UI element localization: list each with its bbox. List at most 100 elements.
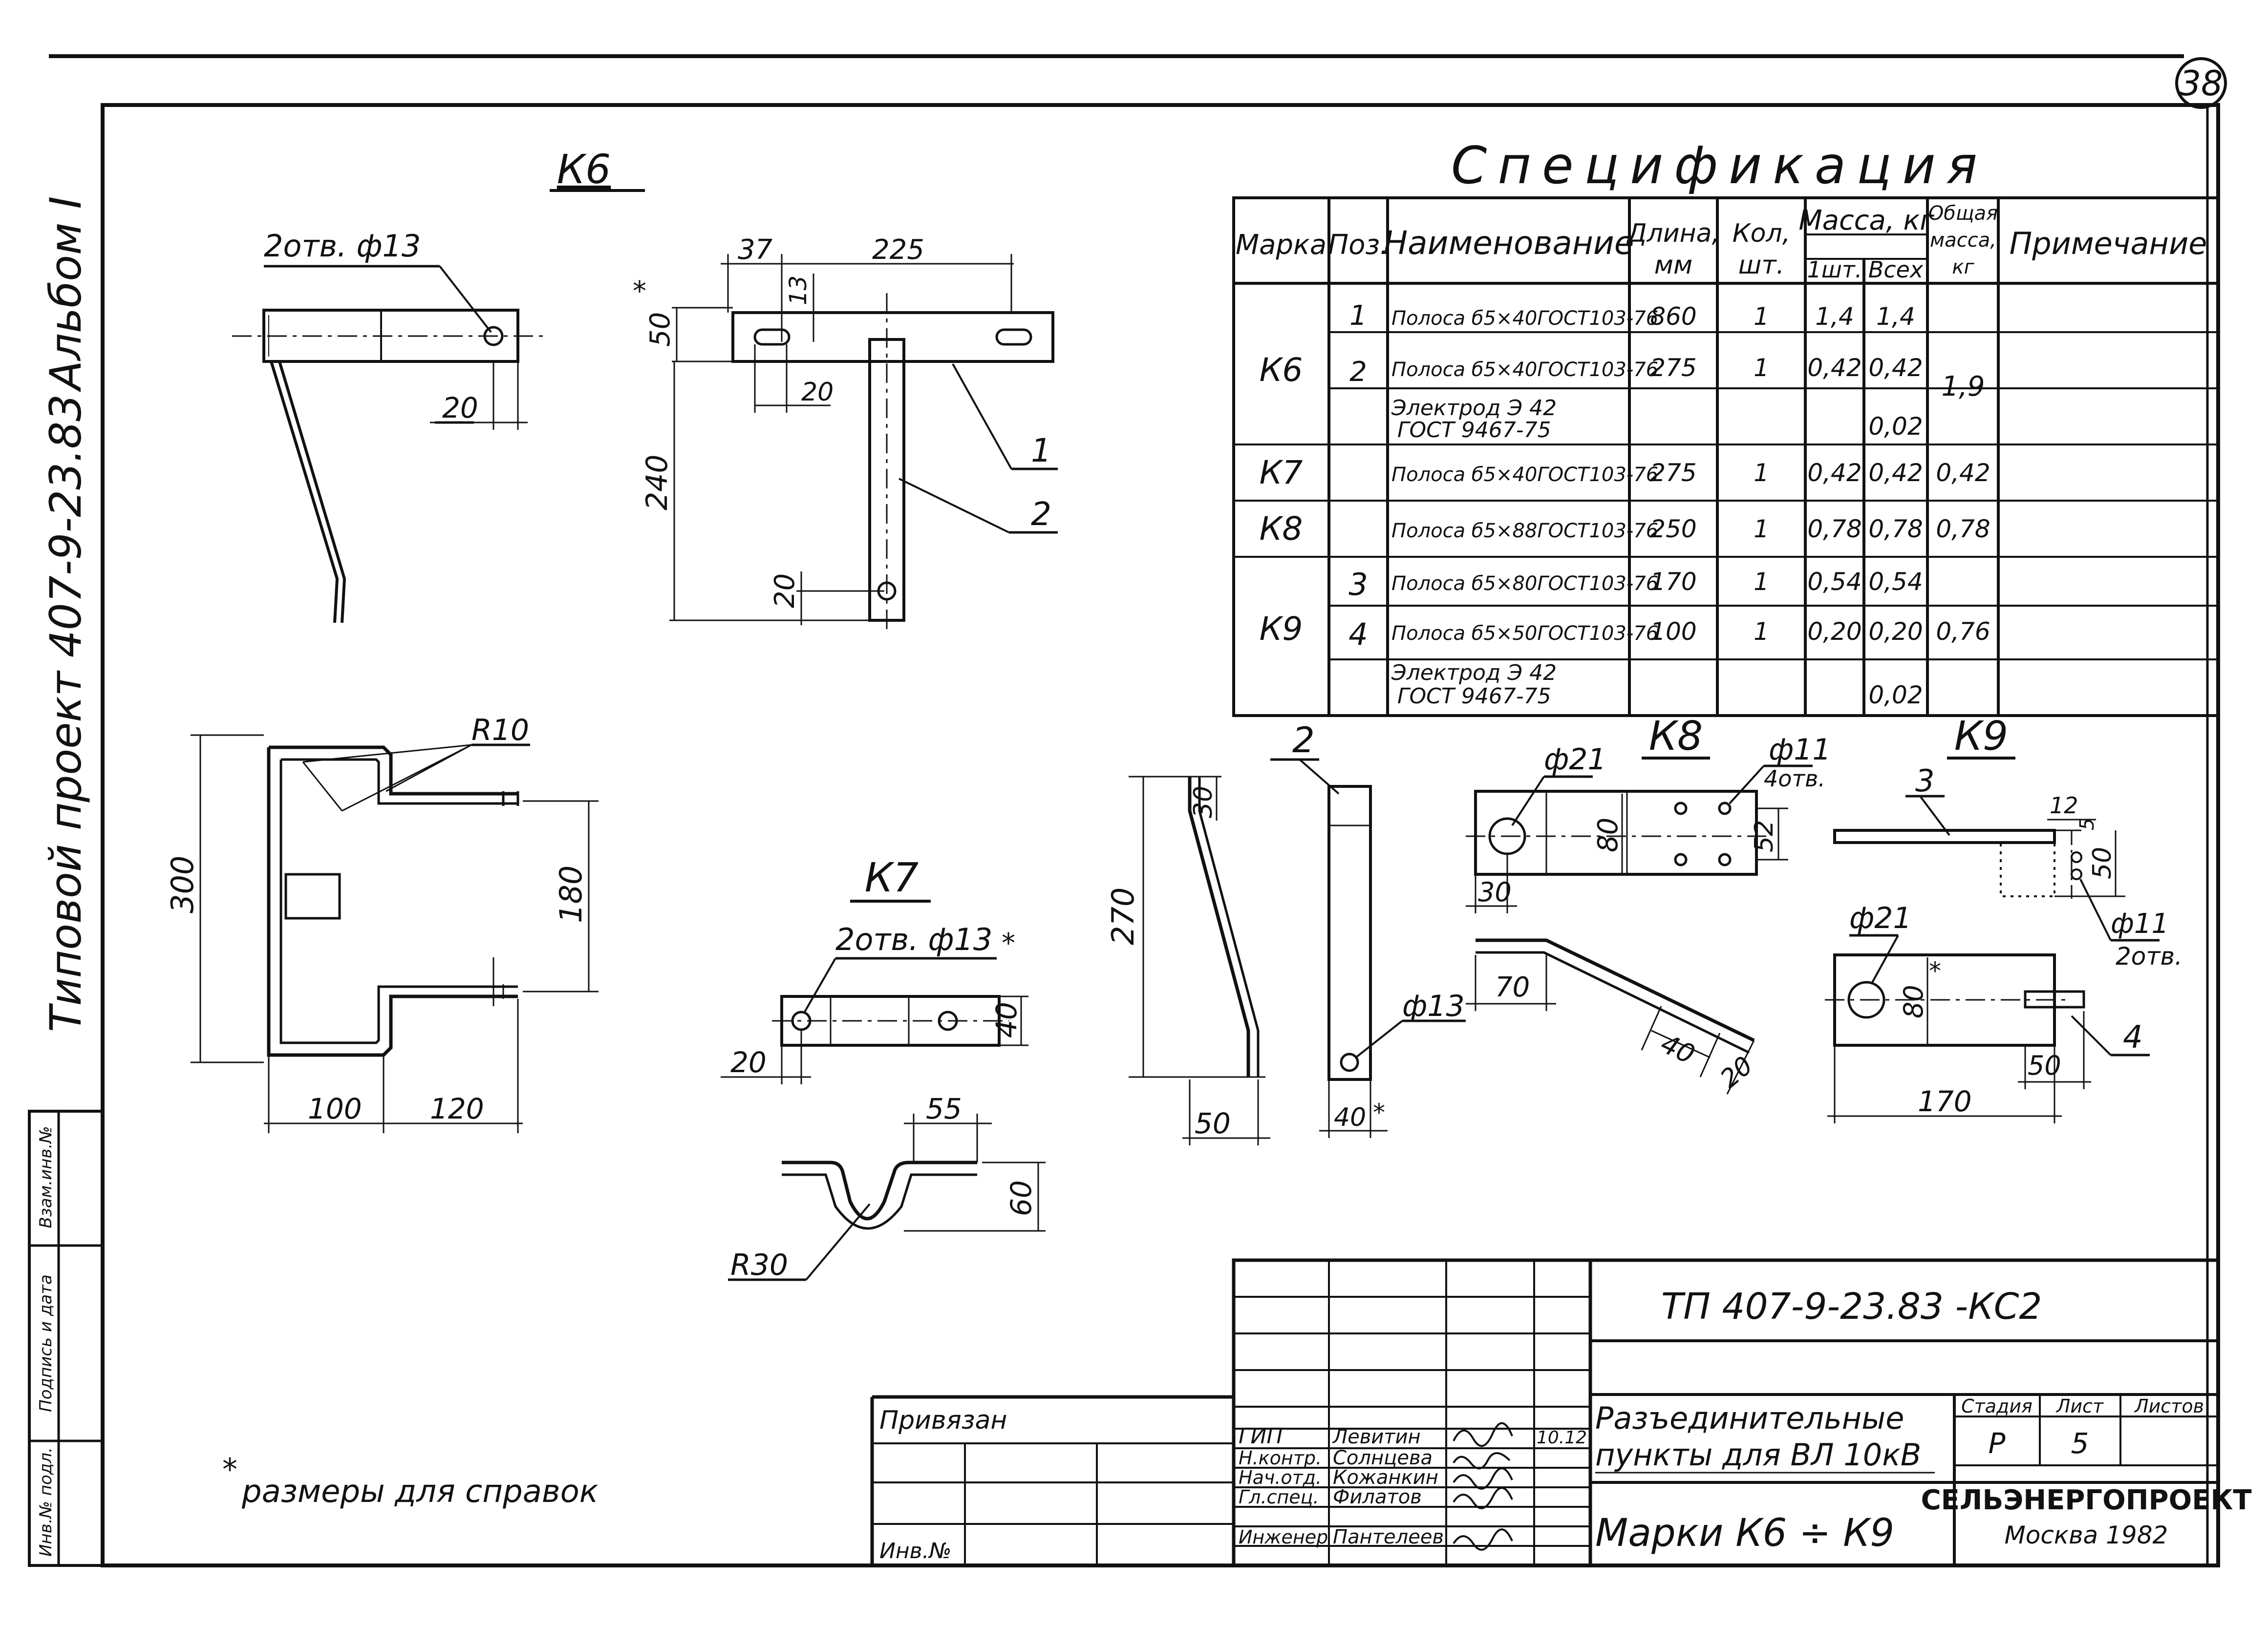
side-album-label: Альбом I	[41, 196, 91, 393]
tb-role: Гл.спец.	[1239, 1486, 1319, 1508]
hdr-length-1: Длина,	[1626, 219, 1720, 248]
title-block: ТП 407-9-23.83 -КС2 Привязан Инв.№ ГИП Л…	[870, 1258, 2251, 1567]
k9-star: *	[1929, 957, 1941, 985]
k6-star: *	[633, 275, 646, 307]
hdr-mass-unit: 1шт.	[1807, 256, 1862, 283]
side-dim-30: 30	[1189, 786, 1218, 818]
spec-total-k7: 0,42	[1936, 459, 1990, 487]
hdr-total-1: Общая	[1928, 202, 1998, 225]
hdr-name: Наименование	[1384, 224, 1634, 262]
spec-row-mass1: 0,20	[1807, 617, 1861, 646]
k6-title: К6	[557, 147, 611, 193]
sheet-number: 38	[2179, 63, 2223, 104]
tb-date: 10.12	[1537, 1428, 1587, 1448]
part2-label: 2	[1292, 719, 1315, 761]
tb-sheet-no: 5	[2071, 1427, 2089, 1460]
footnote-star: *	[222, 1452, 237, 1487]
side-stamp: Инв.№ подл. Подпись и дата Взам.инв.№	[28, 1110, 104, 1567]
k6-dim-180: 180	[553, 866, 589, 923]
spec-row-mass1: 0,42	[1807, 459, 1861, 487]
spec-row-qty: 1	[1754, 568, 1769, 596]
k8-dim-40: 40	[1656, 1028, 1700, 1070]
k7-dim-55: 55	[926, 1092, 962, 1125]
hdr-total-2: масса,	[1930, 229, 1996, 252]
spec-row-pos: 4	[1348, 616, 1368, 652]
spec-row-qty: 1	[1754, 302, 1769, 331]
tb-person: Левитин	[1332, 1426, 1421, 1448]
spec-row-pos: 2	[1349, 356, 1367, 388]
k9-d21: ф21	[1849, 901, 1912, 935]
hdr-note: Примечание	[2010, 226, 2207, 261]
tb-role: Инженер	[1239, 1526, 1328, 1548]
tb-marks: Марки К6 ÷ К9	[1595, 1511, 1894, 1555]
spec-row-pos: 1	[1349, 300, 1367, 332]
tb-role: Н.контр.	[1239, 1447, 1322, 1469]
sheet-number-circle	[2175, 57, 2227, 109]
k9-pos-3: 3	[1915, 763, 1934, 799]
spec-row-mass1: 0,42	[1807, 354, 1861, 382]
spec-row-qty: 1	[1754, 515, 1769, 543]
view-k7: К7 2отв. ф13 40 * 20 55 60 R30	[721, 855, 1046, 1282]
spec-row-massall: 0,02	[1868, 681, 1923, 709]
spec-row-mass1: 1,4	[1815, 302, 1854, 331]
view-k8: К8 ф21 ф11 4отв. 80 52 30 70	[1466, 713, 1831, 1095]
spec-mark-k9: К9	[1260, 610, 1303, 648]
k9-d11: ф11	[2111, 908, 2169, 940]
spec-row-massall: 0,42	[1868, 459, 1923, 487]
k7-dim-40: 40	[990, 1002, 1023, 1038]
spec-total-k6: 1,9	[1941, 371, 1985, 402]
k8-holes4: 4отв.	[1764, 765, 1825, 792]
hdr-qty-1: Кол,	[1733, 219, 1791, 248]
hdr-qty-2: шт.	[1738, 251, 1784, 280]
spec-row-length: 100	[1650, 617, 1696, 646]
hdr-mark: Марка	[1236, 229, 1327, 261]
side-project-label: Типовой проект 407-9-23.83	[41, 394, 91, 1032]
k9-dim-80: 80	[1898, 985, 1929, 1018]
spec-row-qty: 1	[1754, 354, 1769, 382]
spec-row-pos: 3	[1348, 567, 1368, 602]
spec-row-name-2: ГОСТ 9467-75	[1397, 684, 1551, 709]
k7-title: К7	[865, 855, 919, 901]
tb-sheet-h: Лист	[2055, 1395, 2104, 1417]
spec-row-name: Электрод Э 42	[1391, 660, 1557, 685]
spec-row-massall: 0,54	[1868, 568, 1923, 596]
spec-row-name: Электрод Э 42	[1391, 396, 1557, 421]
signatures	[1453, 1422, 1513, 1551]
spec-row-qty: 1	[1754, 617, 1769, 646]
spec-row-length: 275	[1650, 354, 1696, 382]
k6-pos-1: 1	[1031, 432, 1051, 469]
side-dim-270: 270	[1105, 887, 1141, 945]
k6-dim-13: 13	[785, 275, 812, 305]
tb-person: Солнцева	[1333, 1447, 1433, 1469]
tb-bound: Привязан	[879, 1406, 1007, 1435]
tb-person: Пантелеев	[1333, 1526, 1444, 1548]
tb-code: ТП 407-9-23.83 -КС2	[1661, 1286, 2042, 1328]
spec-row-length: 275	[1650, 459, 1696, 487]
k8-d11: ф11	[1769, 733, 1831, 767]
tb-name-1: Разъединительные	[1595, 1400, 1904, 1436]
k8-dim-52: 52	[1750, 820, 1779, 852]
spec-row-mass1: 0,78	[1807, 515, 1861, 543]
k6-dim-120: 120	[430, 1092, 484, 1125]
k7-holes: 2отв. ф13	[835, 922, 992, 957]
k6-dim-100: 100	[308, 1092, 362, 1125]
spec-total-k9: 0,76	[1936, 617, 1990, 646]
tb-role: ГИП	[1239, 1424, 1283, 1449]
k6-holes: 2отв. ф13	[264, 228, 421, 264]
spec-row-massall: 1,4	[1876, 302, 1915, 331]
hdr-mass-total: Всех	[1868, 256, 1924, 283]
hdr-total-3: кг	[1952, 256, 1974, 278]
k6-dim-20b: 20	[801, 378, 834, 407]
spec-row-name-2: ГОСТ 9467-75	[1397, 418, 1551, 443]
part2-hole: ф13	[1402, 989, 1465, 1023]
k6-dim-300: 300	[165, 856, 200, 913]
k6-dim-240: 240	[640, 454, 674, 510]
spec-mark-k8: К8	[1260, 510, 1303, 548]
stamp-sign-date: Подпись и дата	[36, 1274, 56, 1412]
spec-title: Спецификация	[1451, 136, 1988, 195]
hdr-pos: Поз.	[1328, 229, 1389, 261]
side-dim-50: 50	[1195, 1107, 1231, 1140]
k6-dim-20c: 20	[769, 573, 801, 608]
tb-stage: Р	[1989, 1427, 2006, 1460]
